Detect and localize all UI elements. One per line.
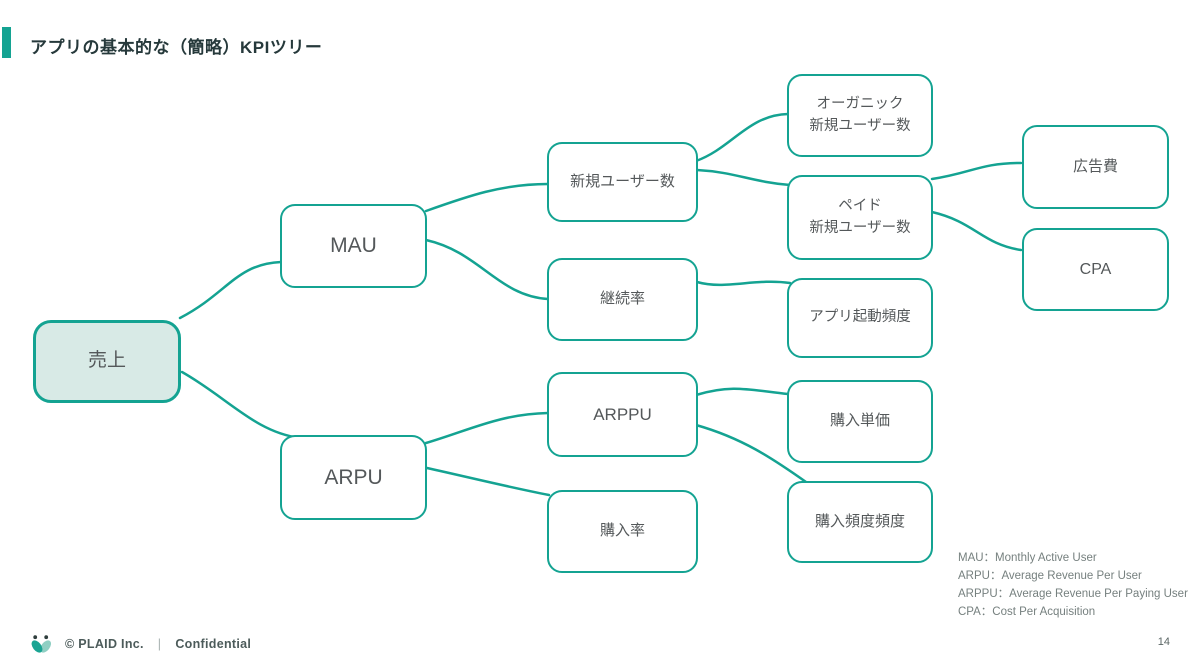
node-label: MAU — [330, 234, 377, 258]
edge-shinki-paid — [695, 168, 792, 187]
node-label-line1: ペイド — [838, 197, 882, 214]
node-label: ARPU — [324, 465, 383, 489]
legend-line-cpa: CPA：Cost Per Acquisition — [958, 606, 1096, 618]
page-title: アプリの基本的な（簡略）KPIツリー — [30, 38, 323, 57]
legend-line-mau: MAU：Monthly Active User — [958, 552, 1097, 564]
copyright-text: © PLAID Inc. — [65, 637, 144, 651]
edge-arppu-hindo — [694, 423, 808, 484]
legend-line-arpu: ARPU：Average Revenue Per User — [958, 570, 1142, 582]
plaid-logo-icon — [31, 634, 52, 653]
node-konyu-hindo: 購入頻度頻度 — [787, 481, 933, 563]
node-label-line2: 新規ユーザー数 — [809, 117, 911, 134]
node-paid-users: ペイド 新規ユーザー数 — [787, 175, 933, 260]
edge-mau-keizoku — [424, 238, 550, 301]
title-accent-bar — [2, 27, 11, 58]
node-mau: MAU — [280, 204, 427, 288]
edge-arpu-konyuritsu — [425, 466, 551, 497]
edge-arppu-tanka — [694, 387, 790, 397]
node-label: 購入単価 — [829, 412, 890, 430]
node-organic-users: オーガニック 新規ユーザー数 — [787, 74, 933, 157]
node-label: 新規ユーザー数 — [570, 172, 675, 190]
node-label: 購入率 — [599, 522, 645, 540]
node-konyu-tanka: 購入単価 — [787, 380, 933, 463]
edge-uriage-mau — [178, 260, 283, 320]
node-label: 広告費 — [1072, 157, 1118, 175]
node-arpu: ARPU — [280, 435, 427, 520]
node-label: CPA — [1079, 260, 1112, 278]
node-label: アプリ起動頻度 — [809, 309, 911, 326]
confidential-label: Confidential — [175, 637, 252, 651]
node-shinki-users: 新規ユーザー数 — [547, 142, 698, 222]
edge-keizoku-kidohindo — [695, 280, 792, 287]
node-label-line2: 新規ユーザー数 — [809, 219, 911, 236]
page-number: 14 — [1157, 636, 1170, 648]
footer-separator: | — [157, 637, 162, 651]
edge-arpu-arppu — [424, 411, 550, 445]
legend-line-arppu: ARPPU：Average Revenue Per Paying User — [958, 588, 1188, 600]
node-label: 継続率 — [599, 290, 645, 308]
node-label: ARPPU — [593, 404, 652, 424]
footer: © PLAID Inc. | Confidential — [30, 633, 251, 655]
edge-paid-kokokuhi — [930, 161, 1023, 181]
edge-mau-shinki — [424, 182, 550, 213]
node-kokoku-hi: 広告費 — [1022, 125, 1169, 209]
node-label-line1: オーガニック — [816, 95, 904, 112]
edge-paid-cpa — [930, 210, 1023, 252]
node-keizoku-ritsu: 継続率 — [547, 258, 698, 341]
edge-uriage-arpu — [180, 370, 302, 440]
node-kido-hindo: アプリ起動頻度 — [787, 278, 933, 358]
edge-shinki-organic — [694, 112, 790, 163]
node-label: 売上 — [87, 350, 126, 372]
node-cpa: CPA — [1022, 228, 1169, 311]
node-arppu: ARPPU — [547, 372, 698, 457]
node-konyu-ritsu: 購入率 — [547, 490, 698, 573]
acronym-legend: MAU：Monthly Active User ARPU：Average Rev… — [958, 549, 1188, 621]
node-label: 購入頻度頻度 — [814, 512, 905, 530]
node-uriage: 売上 — [33, 320, 181, 403]
